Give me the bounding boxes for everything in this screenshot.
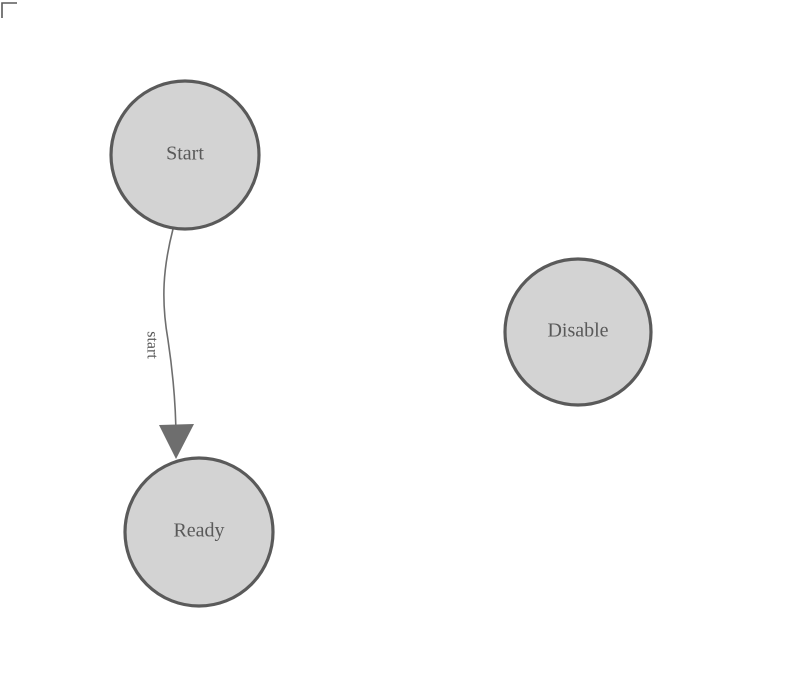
edge-label-start: start (143, 331, 160, 359)
node-start-circle[interactable] (109, 79, 261, 231)
edge-start-to-ready[interactable]: start (143, 228, 194, 459)
arrowhead-icon (159, 424, 194, 459)
node-ready[interactable]: Ready (123, 456, 275, 608)
node-disable-circle[interactable] (503, 257, 653, 407)
node-disable-label: Disable (547, 320, 608, 342)
node-start[interactable]: Start (109, 79, 261, 231)
node-start-label: Start (166, 143, 204, 165)
node-disable[interactable]: Disable (503, 257, 653, 407)
edge-path-start-to-ready (163, 228, 177, 441)
top-left-corner-mark-icon (1, 2, 17, 18)
node-ready-label: Ready (173, 520, 224, 542)
node-ready-circle[interactable] (123, 456, 275, 608)
